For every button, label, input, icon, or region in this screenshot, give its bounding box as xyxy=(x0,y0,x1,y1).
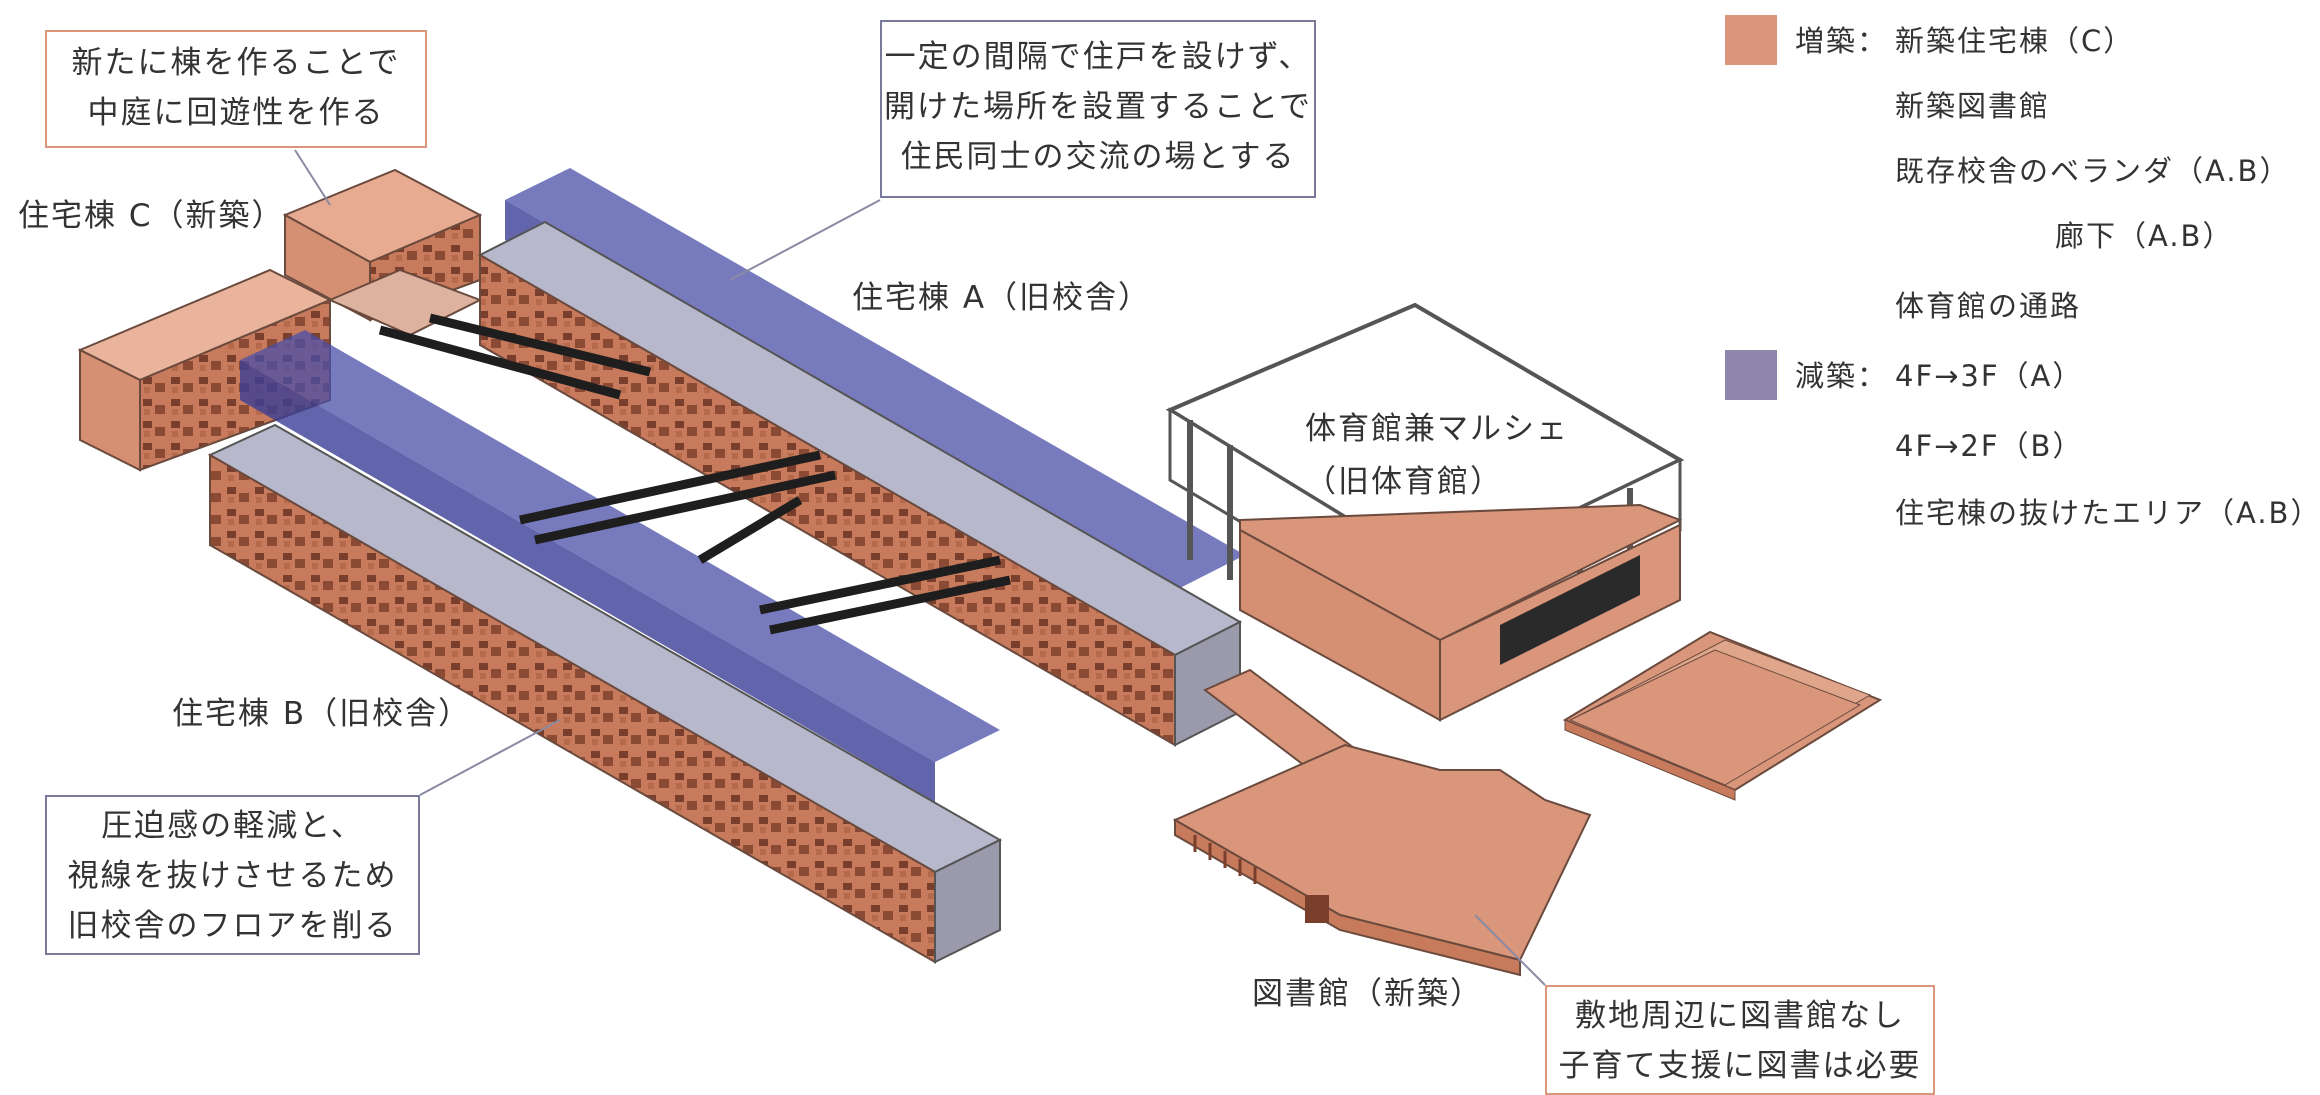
callout-floor-reduction: 圧迫感の軽減と、 視線を抜けさせるため 旧校舎のフロアを削る xyxy=(45,795,420,955)
library-building xyxy=(1172,743,1592,977)
housing-a-building xyxy=(477,168,1245,747)
legend-addition-swatch xyxy=(1725,15,1777,65)
legend-reduction-item: 4F→2F（B） xyxy=(1895,429,2084,463)
legend-reduction-label: 減築： xyxy=(1795,359,1889,393)
legend-addition-item: 既存校舎のベランダ（A.B） xyxy=(1895,154,2291,188)
legend-addition-item: 新築図書館 xyxy=(1895,89,2051,123)
housing-c-label: 住宅棟 C（新築） xyxy=(18,198,285,234)
stepped-platform xyxy=(1562,630,1883,801)
corridor-bridges xyxy=(378,313,1011,635)
legend-addition-item: 体育館の通路 xyxy=(1895,289,2082,323)
callout-library-need: 敷地周辺に図書館なし 子育て支援に図書は必要 xyxy=(1545,985,1935,1095)
gym-label-line2: （旧体育館） xyxy=(1305,464,1503,500)
callout-leader-lines xyxy=(294,149,1546,986)
gym-label-line1: 体育館兼マルシェ xyxy=(1305,411,1569,447)
legend-reduction-item: 4F→3F（A） xyxy=(1895,359,2084,393)
legend-reduction-swatch xyxy=(1725,350,1777,400)
gym-building xyxy=(1165,302,1685,722)
housing-b-label: 住宅棟 B（旧校舎） xyxy=(172,696,472,732)
library-label: 図書館（新築） xyxy=(1252,976,1483,1012)
legend-addition-item: 廊下（A.B） xyxy=(2055,219,2234,253)
callout-courtyard: 新たに棟を作ることで 中庭に回遊性を作る xyxy=(45,30,427,148)
legend-reduction-item: 住宅棟の抜けたエリア（A.B） xyxy=(1895,496,2320,530)
housing-a-label: 住宅棟 A（旧校舎） xyxy=(852,280,1152,316)
legend-addition-label: 増築： xyxy=(1795,24,1889,58)
callout-openings: 一定の間隔で住戸を設けず、 開けた場所を設置することで 住民同士の交流の場とする xyxy=(880,20,1316,198)
legend-addition-item: 新築住宅棟（C） xyxy=(1895,24,2135,58)
housing-b-building xyxy=(207,330,1003,964)
